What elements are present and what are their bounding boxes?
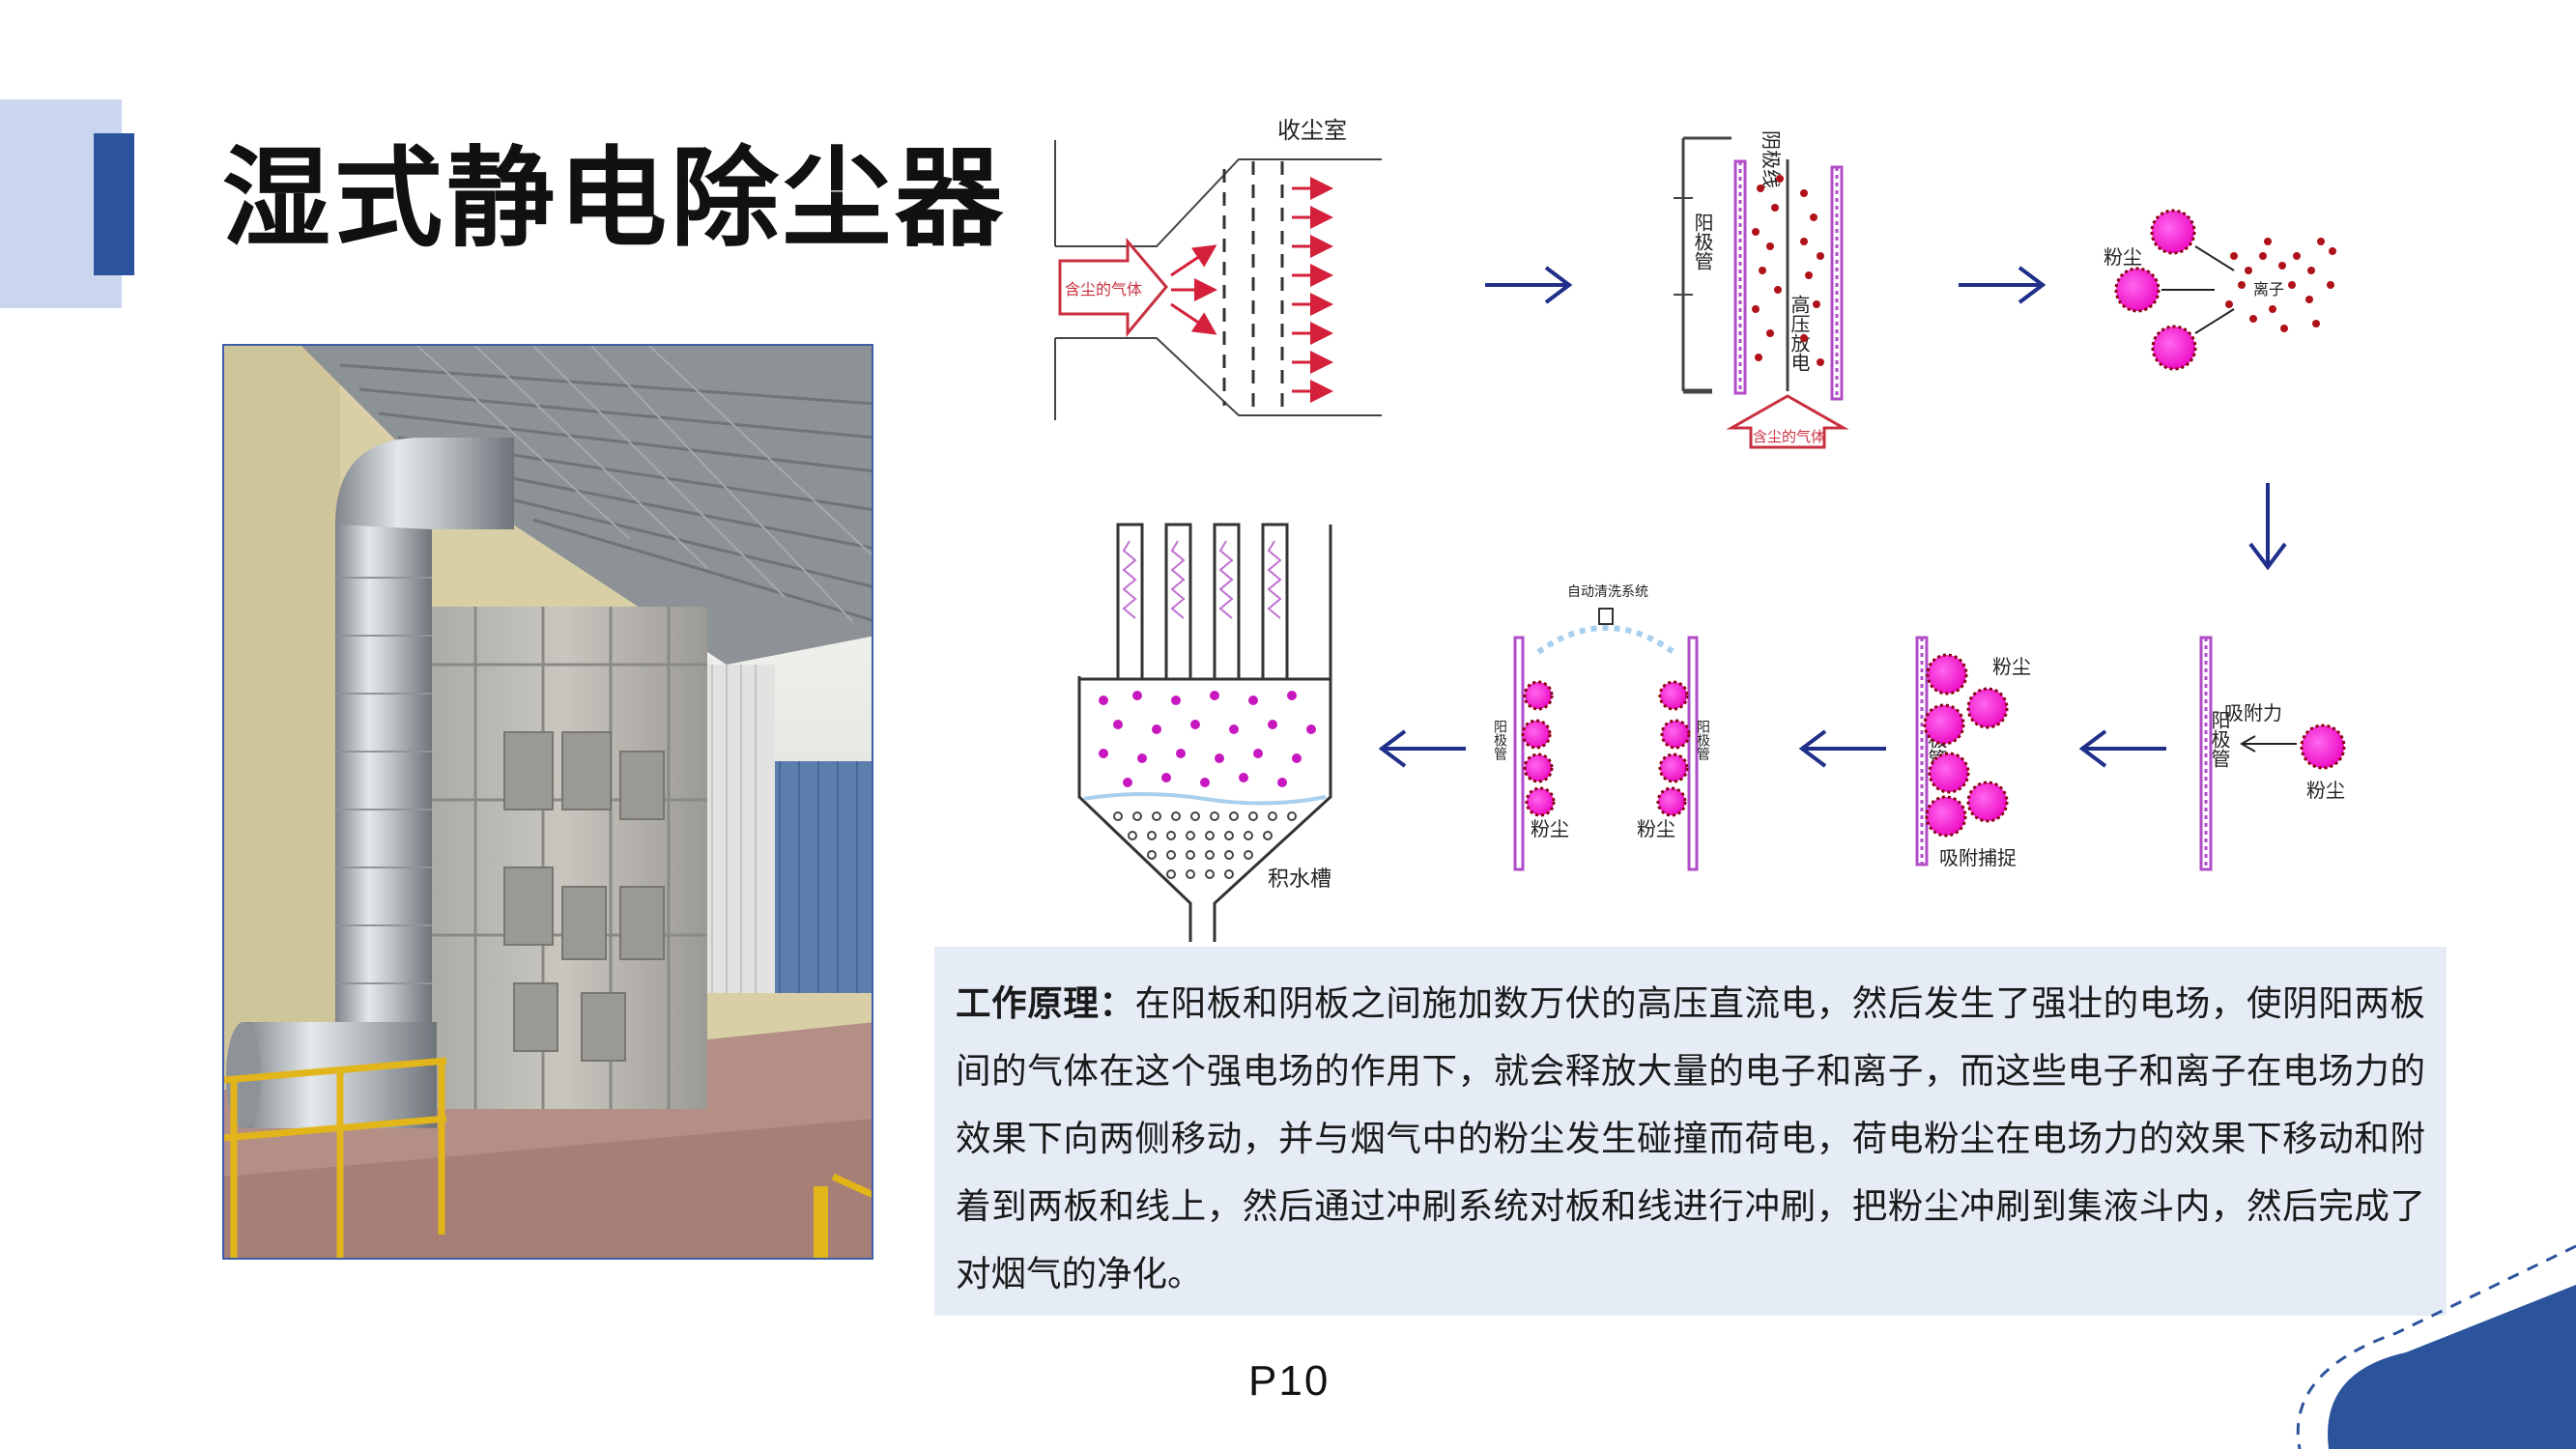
step5-adsorb-capture: 阳极管 粉尘 吸附捕捉 (1915, 636, 2031, 869)
step2-anode-tube: 阴极线 阳极管 高压放电 含尘的气体 (1674, 130, 1849, 449)
slide-title: 湿式静电除尘器 (222, 136, 1007, 262)
label-dusty-gas-up: 含尘的气体 (1753, 428, 1825, 445)
label-adsorption-force: 吸附力 (2224, 701, 2282, 724)
label-anode-tube-2: 阳极管 (2208, 710, 2231, 768)
label-dust-5: 粉尘 (1637, 817, 1675, 840)
title-decoration-dark (94, 133, 134, 275)
page-number: P10 (1248, 1357, 1331, 1405)
flow-arrow-3 (2248, 483, 2287, 571)
label-anode-tube-5: 阳极管 (1695, 720, 1710, 760)
label-anode-tube: 阳极管 (1691, 213, 1714, 270)
flow-arrow-2 (1959, 266, 2046, 304)
label-water-tank: 积水槽 (1268, 867, 1331, 892)
label-dust-2: 粉尘 (2306, 779, 2345, 802)
label-auto-wash: 自动清洗系统 (1567, 584, 1648, 600)
label-high-voltage: 高压放电 (1788, 295, 1811, 372)
label-dusty-gas-in: 含尘的气体 (1065, 280, 1142, 298)
corner-decoration (2296, 1244, 2576, 1449)
flow-arrow-4 (2078, 729, 2166, 768)
dust-collector-photo (222, 344, 873, 1260)
principle-textbox: 工作原理：在阳板和阴板之间施加数万伏的高压直流电，然后发生了强壮的电场，使阴阳两… (934, 947, 2447, 1316)
flow-arrow-1 (1485, 266, 1573, 304)
step3-ionisation: 粉尘 离子 (2104, 209, 2336, 371)
flow-arrow-6 (1378, 729, 1466, 768)
flow-arrow-5 (1798, 729, 1886, 768)
label-dust-4: 粉尘 (1531, 817, 1569, 840)
label-adsorb-capture: 吸附捕捉 (1939, 846, 2017, 869)
principle-label: 工作原理： (956, 982, 1135, 1024)
step7-water-tank: 积水槽 (1077, 523, 1332, 952)
step6-auto-wash: 自动清洗系统 阳极管 阳极管 粉尘 粉尘 (1492, 584, 1710, 871)
label-anode-tube-4: 阳极管 (1492, 720, 1507, 760)
label-dust-chamber: 收尘室 (1277, 117, 1347, 144)
label-ion: 离子 (2253, 280, 2284, 298)
working-principle-diagram: 收尘室 含尘的气体 (1036, 101, 2369, 952)
photo-illustration (224, 346, 872, 1258)
principle-paragraph: 工作原理：在阳板和阴板之间施加数万伏的高压直流电，然后发生了强壮的电场，使阴阳两… (956, 970, 2425, 1308)
step1-collection-chamber: 收尘室 含尘的气体 (1054, 117, 1382, 420)
label-dust-3: 粉尘 (1992, 655, 2031, 678)
principle-text: 在阳板和阴板之间施加数万伏的高压直流电，然后发生了强壮的电场，使阴阳两板间的气体… (956, 982, 2425, 1294)
step4-adsorption: 阳极管 吸附力 粉尘 (2199, 636, 2346, 871)
label-dust-1: 粉尘 (2104, 245, 2142, 269)
